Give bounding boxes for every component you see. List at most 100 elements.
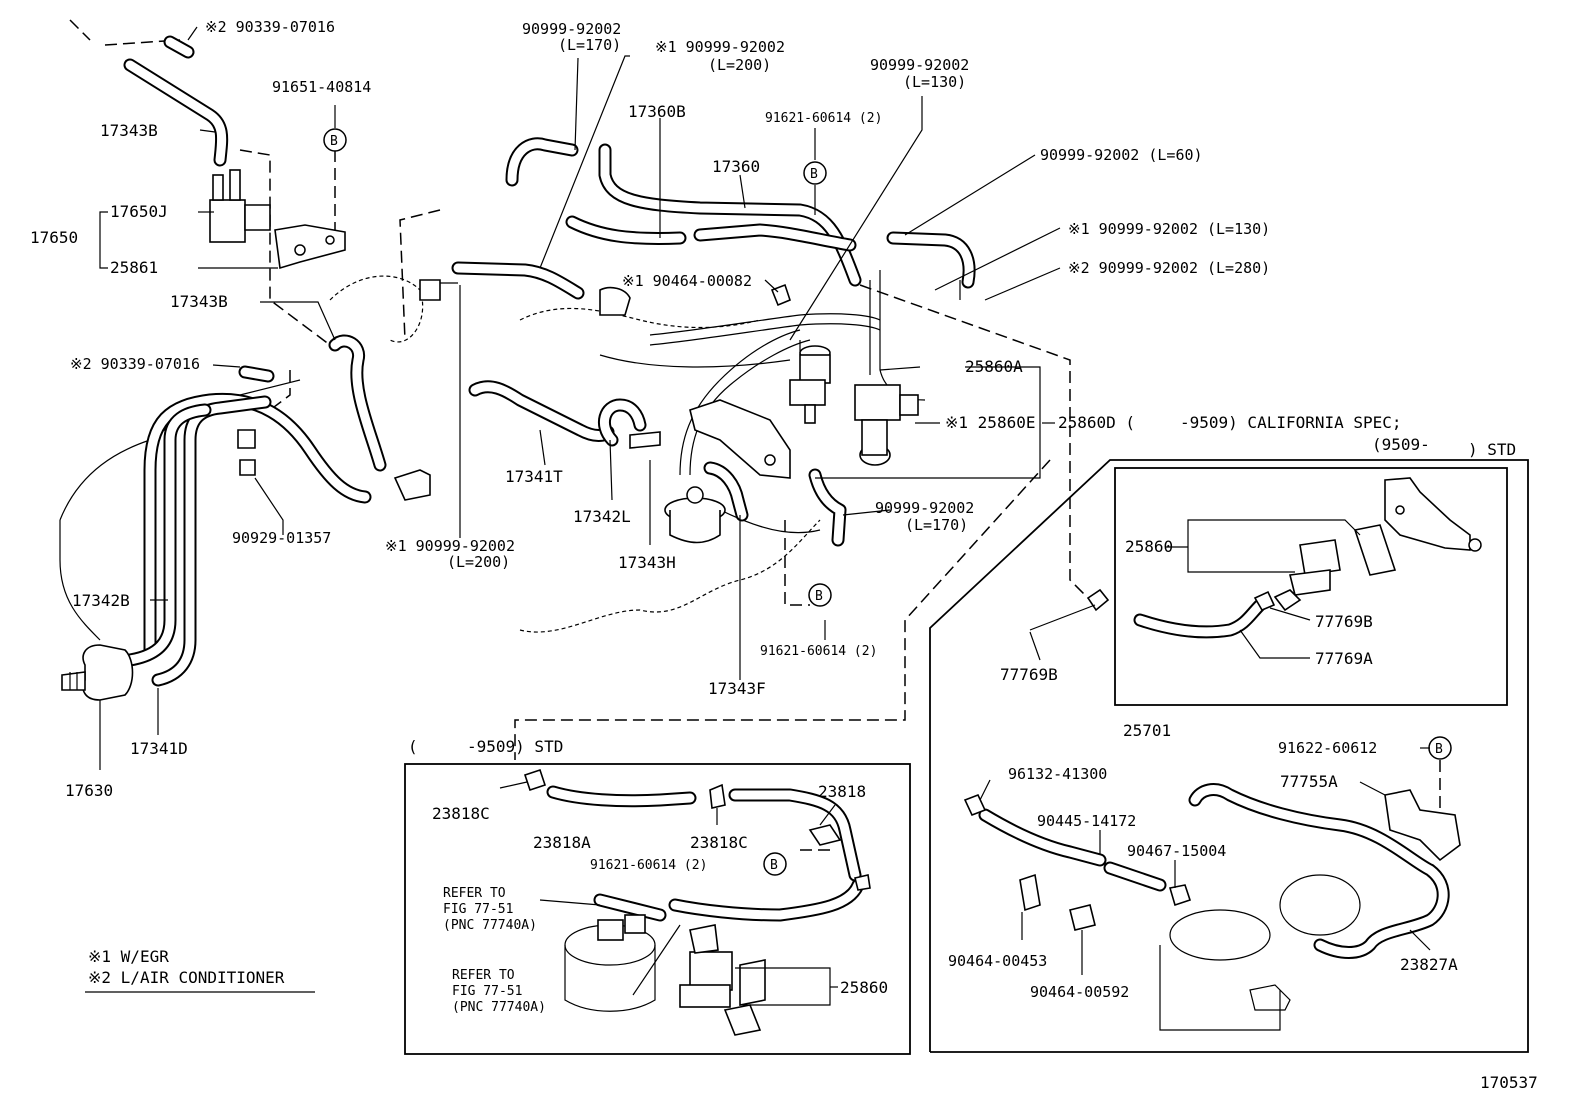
label-17341d: 17341D (130, 739, 188, 758)
label-90999-l200-top-b: (L=200) (708, 56, 771, 74)
label-90999-l200-top-a: ※1 90999-92002 (655, 38, 785, 56)
label-90929-01357: 90929-01357 (232, 529, 331, 547)
marker-b-group: B B B B B (323, 128, 1452, 876)
label-23827a: 23827A (1400, 955, 1458, 974)
inset-std (404, 763, 911, 1055)
label-17342b: 17342B (72, 591, 130, 610)
label-90999-l170-top-b: (L=170) (558, 36, 621, 54)
label-90999-l130-top-b: (L=130) (903, 73, 966, 91)
marker-b-2 (803, 161, 827, 185)
label-77769a: 77769A (1315, 649, 1373, 668)
egr-valve (664, 486, 726, 544)
label-25860d: 25860D ( (1058, 413, 1135, 432)
label-25860-right: 25860 (1125, 537, 1173, 556)
label-refer1-b: FIG 77-51 (443, 902, 513, 917)
label-90464-00592: 90464-00592 (1030, 983, 1129, 1001)
label-25861: 25861 (110, 258, 158, 277)
reference-dashes (69, 19, 1441, 851)
label-23818c-right: 23818C (690, 833, 748, 852)
label-17341t: 17341T (505, 467, 563, 486)
label-25860a: 25860A (965, 357, 1023, 376)
vsv-25860e (854, 384, 919, 466)
inset-california (929, 459, 1529, 1053)
label-90464-00082: ※1 90464-00082 (622, 272, 752, 290)
label-23818: 23818 (818, 782, 866, 801)
label-96132-41300: 96132-41300 (1008, 765, 1107, 783)
label-17360b: 17360B (628, 102, 686, 121)
vsv-17650 (209, 169, 346, 270)
marker-b-1 (323, 128, 347, 152)
label-23818c-left: 23818C (432, 804, 490, 823)
label-25860-bottom: 25860 (840, 978, 888, 997)
label-90999-l170-top-a: 90999-92002 (522, 20, 621, 38)
label-25701: 25701 (1123, 721, 1171, 740)
label-77755a: 77755A (1280, 772, 1338, 791)
label-90999-l130-top-a: 90999-92002 (870, 56, 969, 74)
label-91621-60614-mid: 91621-60614 (2) (760, 644, 877, 659)
marker-b-2-text: B (810, 167, 818, 182)
marker-b-1-text: B (330, 134, 338, 149)
label-90339-07016-mid: ※2 90339-07016 (70, 355, 200, 373)
right-inset-leaders (979, 519, 1431, 975)
label-90339-07016-top: ※2 90339-07016 (205, 18, 335, 36)
vsv-25860a (789, 345, 831, 424)
parts (61, 169, 919, 701)
label-17650: 17650 (30, 228, 78, 247)
label-90999-l130-right: ※1 90999-92002 (L=130) (1068, 220, 1270, 238)
label-90445-14172: 90445-14172 (1037, 812, 1136, 830)
clamp-90929-01357 (237, 429, 256, 476)
label-90999-l170-mid-b: (L=170) (905, 516, 968, 534)
label-17630: 17630 (65, 781, 113, 800)
legend: ※1 W/EGR ※2 L/AIR CONDITIONER (88, 947, 285, 987)
label-refer2-a: REFER TO (452, 968, 515, 983)
hose-17342b (143, 392, 372, 657)
label-91622-60612: 91622-60612 (1278, 739, 1377, 757)
filter-17630 (61, 644, 134, 701)
label-90999-l200-bot-b: (L=200) (447, 553, 510, 571)
part-labels: ※2 90339-07016 91651-40814 17343B 17650J… (30, 18, 1516, 1015)
label-77769b-right: 77769B (1315, 612, 1373, 631)
label-17343b-top: 17343B (100, 121, 158, 140)
label-91651-40814: 91651-40814 (272, 78, 371, 96)
label-90999-l60: 90999-92002 (L=60) (1040, 146, 1203, 164)
marker-b-5-text: B (1435, 742, 1443, 757)
label-17342l: 17342L (573, 507, 631, 526)
label-17343h: 17343H (618, 553, 676, 572)
legend-note-2: ※2 L/AIR CONDITIONER (88, 968, 285, 987)
label-std-bottom-b: -9509) STD (467, 737, 563, 756)
label-77769b-left: 77769B (1000, 665, 1058, 684)
marker-b-3-text: B (815, 589, 823, 604)
label-refer2-b: FIG 77-51 (452, 984, 522, 999)
label-refer2-c: (PNC 77740A) (452, 1000, 546, 1015)
marker-b-4 (763, 852, 787, 876)
label-refer1-c: (PNC 77740A) (443, 918, 537, 933)
label-17650j: 17650J (110, 202, 168, 221)
fitting-left (393, 469, 431, 501)
label-std-top-b: ) STD (1468, 440, 1516, 459)
label-90464-00453: 90464-00453 (948, 952, 1047, 970)
leader-lines (99, 26, 1061, 770)
label-90999-l170-mid-a: 90999-92002 (875, 499, 974, 517)
label-std-bottom-a: ( (408, 737, 418, 756)
marker-b-4-text: B (770, 858, 778, 873)
label-90999-l280: ※2 90999-92002 (L=280) (1068, 259, 1270, 277)
label-17343f: 17343F (708, 679, 766, 698)
marker-b-3 (808, 583, 832, 607)
label-25860e: ※1 25860E (945, 413, 1035, 432)
label-17343b-mid: 17343B (170, 292, 228, 311)
clamp-90464-00082 (770, 283, 791, 307)
label-17360: 17360 (712, 157, 760, 176)
label-91621-60614-top: 91621-60614 (2) (765, 111, 882, 126)
hoses (123, 35, 976, 687)
figure-number: 170537 (1480, 1073, 1538, 1092)
label-refer1-a: REFER TO (443, 886, 506, 901)
label-90999-l200-bot-a: ※1 90999-92002 (385, 537, 515, 555)
label-90467-15004: 90467-15004 (1127, 842, 1226, 860)
label-23818a: 23818A (533, 833, 591, 852)
label-std-top-a: (9509- (1372, 435, 1430, 454)
legend-note-1: ※1 W/EGR (88, 947, 169, 966)
label-california-spec: -9509) CALIFORNIA SPEC; (1180, 413, 1402, 432)
label-91621-60614-bot: 91621-60614 (2) (590, 858, 707, 873)
